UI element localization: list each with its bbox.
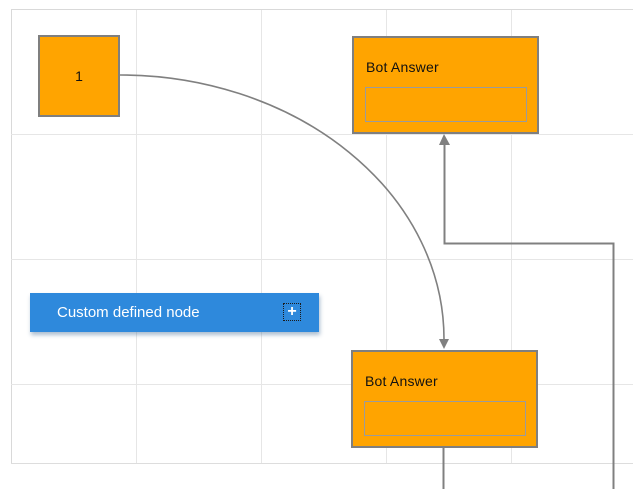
start-node[interactable]: 1 xyxy=(38,35,120,117)
start-node-label: 1 xyxy=(75,68,83,84)
curved-connector-path[interactable] xyxy=(119,74,445,340)
bot-answer-title: Bot Answer xyxy=(365,373,438,389)
add-node-button[interactable]: + xyxy=(283,303,301,321)
bot-answer-node-bottom[interactable]: Bot Answer xyxy=(351,350,538,448)
arrowhead-down-icon xyxy=(439,339,449,349)
plus-icon: + xyxy=(287,303,297,320)
bot-answer-text-field[interactable] xyxy=(365,87,527,122)
elbow-connector-path[interactable] xyxy=(443,145,615,489)
custom-defined-node[interactable]: Custom defined node + xyxy=(30,293,319,332)
curved-connector[interactable] xyxy=(119,74,449,349)
bot-answer-title: Bot Answer xyxy=(366,59,439,75)
bot-answer-text-field[interactable] xyxy=(364,401,526,436)
elbow-connector[interactable] xyxy=(439,134,615,489)
arrowhead-up-icon xyxy=(439,134,450,145)
custom-node-label: Custom defined node xyxy=(57,304,200,321)
bot-answer-node-top[interactable]: Bot Answer xyxy=(352,36,539,134)
